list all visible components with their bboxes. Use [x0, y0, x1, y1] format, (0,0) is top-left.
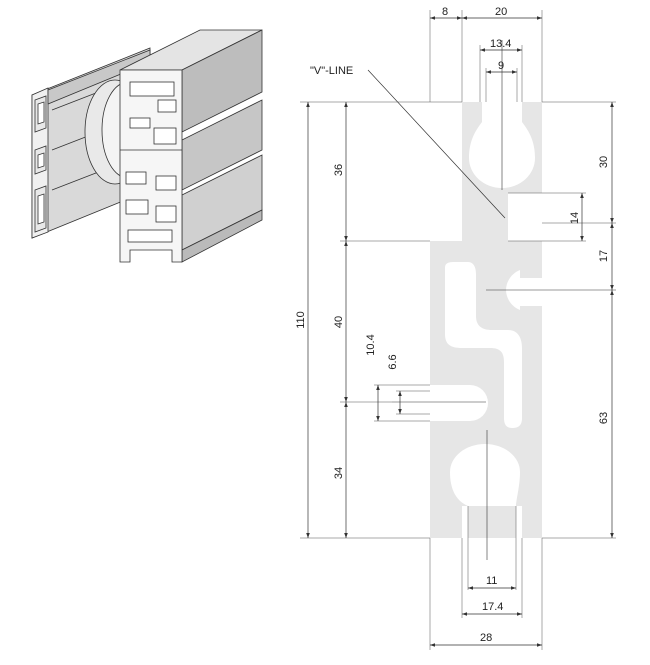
callout-v-line: "V"-LINE: [310, 65, 353, 77]
dim-top-offset: 8: [442, 6, 448, 18]
arrowhead: [306, 102, 310, 107]
arrowhead: [344, 236, 348, 241]
arrowhead: [610, 218, 614, 223]
arrowhead: [376, 416, 380, 421]
dim-bottom-inner: 11: [486, 575, 497, 587]
bottom-t-slot: [450, 444, 520, 506]
dim-top-width: 20: [495, 6, 507, 18]
dim-bottom-total: 28: [480, 632, 492, 644]
side-t-slot: [430, 385, 488, 421]
dim-right-63: 63: [598, 412, 610, 424]
dim-left-36: 36: [333, 164, 345, 176]
arrowhead: [517, 612, 522, 616]
dim-left-40: 40: [333, 316, 345, 328]
dim-slot-top-inner: 9: [498, 60, 504, 72]
arrowhead: [610, 285, 614, 290]
arrowhead: [610, 290, 614, 295]
dim-total-110: 110: [295, 311, 307, 329]
arrowhead: [344, 533, 348, 538]
arrowhead: [306, 533, 310, 538]
dim-left-34: 34: [333, 467, 345, 479]
arrowhead: [511, 586, 516, 590]
arrowhead: [376, 385, 380, 390]
dim-right-17: 17: [598, 250, 610, 262]
arrowhead: [486, 70, 491, 74]
arrowhead: [344, 102, 348, 107]
arrowhead: [517, 48, 522, 52]
arrowhead: [580, 193, 584, 198]
profile-body: [430, 102, 542, 538]
arrowhead: [610, 223, 614, 228]
dim-right-14: 14: [569, 212, 581, 224]
arrowhead: [430, 643, 435, 647]
arrowhead: [580, 236, 584, 241]
internal-cavity: [445, 262, 522, 428]
dimension-labels: "V"-LINE 8 20 13.4 9 11 17.4 28 110 36 4…: [295, 6, 610, 644]
arrowhead: [344, 241, 348, 246]
dim-slot-top-outer: 13.4: [490, 38, 511, 50]
dim-right-30: 30: [598, 156, 610, 168]
arrowhead: [512, 70, 517, 74]
arrowhead: [462, 16, 467, 20]
arrowhead: [457, 16, 462, 20]
arrowhead: [610, 102, 614, 107]
arrowhead: [610, 533, 614, 538]
arrowhead: [398, 409, 402, 414]
dim-bottom-outer: 17.4: [482, 601, 503, 613]
arrowhead: [480, 48, 485, 52]
arrowhead: [468, 586, 473, 590]
dimension-arrowheads: [306, 16, 614, 647]
arrowhead: [430, 16, 435, 20]
dim-side-inner: 6.6: [387, 354, 399, 369]
arrowhead: [344, 397, 348, 402]
arrowhead: [537, 643, 542, 647]
arrowhead: [462, 612, 467, 616]
dim-side-outer: 10.4: [365, 334, 377, 355]
cross-section-profile: [392, 40, 616, 560]
arrowhead: [398, 391, 402, 396]
v-line-leader: [367, 69, 506, 219]
arrowhead: [537, 16, 542, 20]
isometric-profile-illustration: [31, 29, 263, 263]
dimension-lines: [300, 10, 616, 650]
arrowhead: [344, 402, 348, 407]
